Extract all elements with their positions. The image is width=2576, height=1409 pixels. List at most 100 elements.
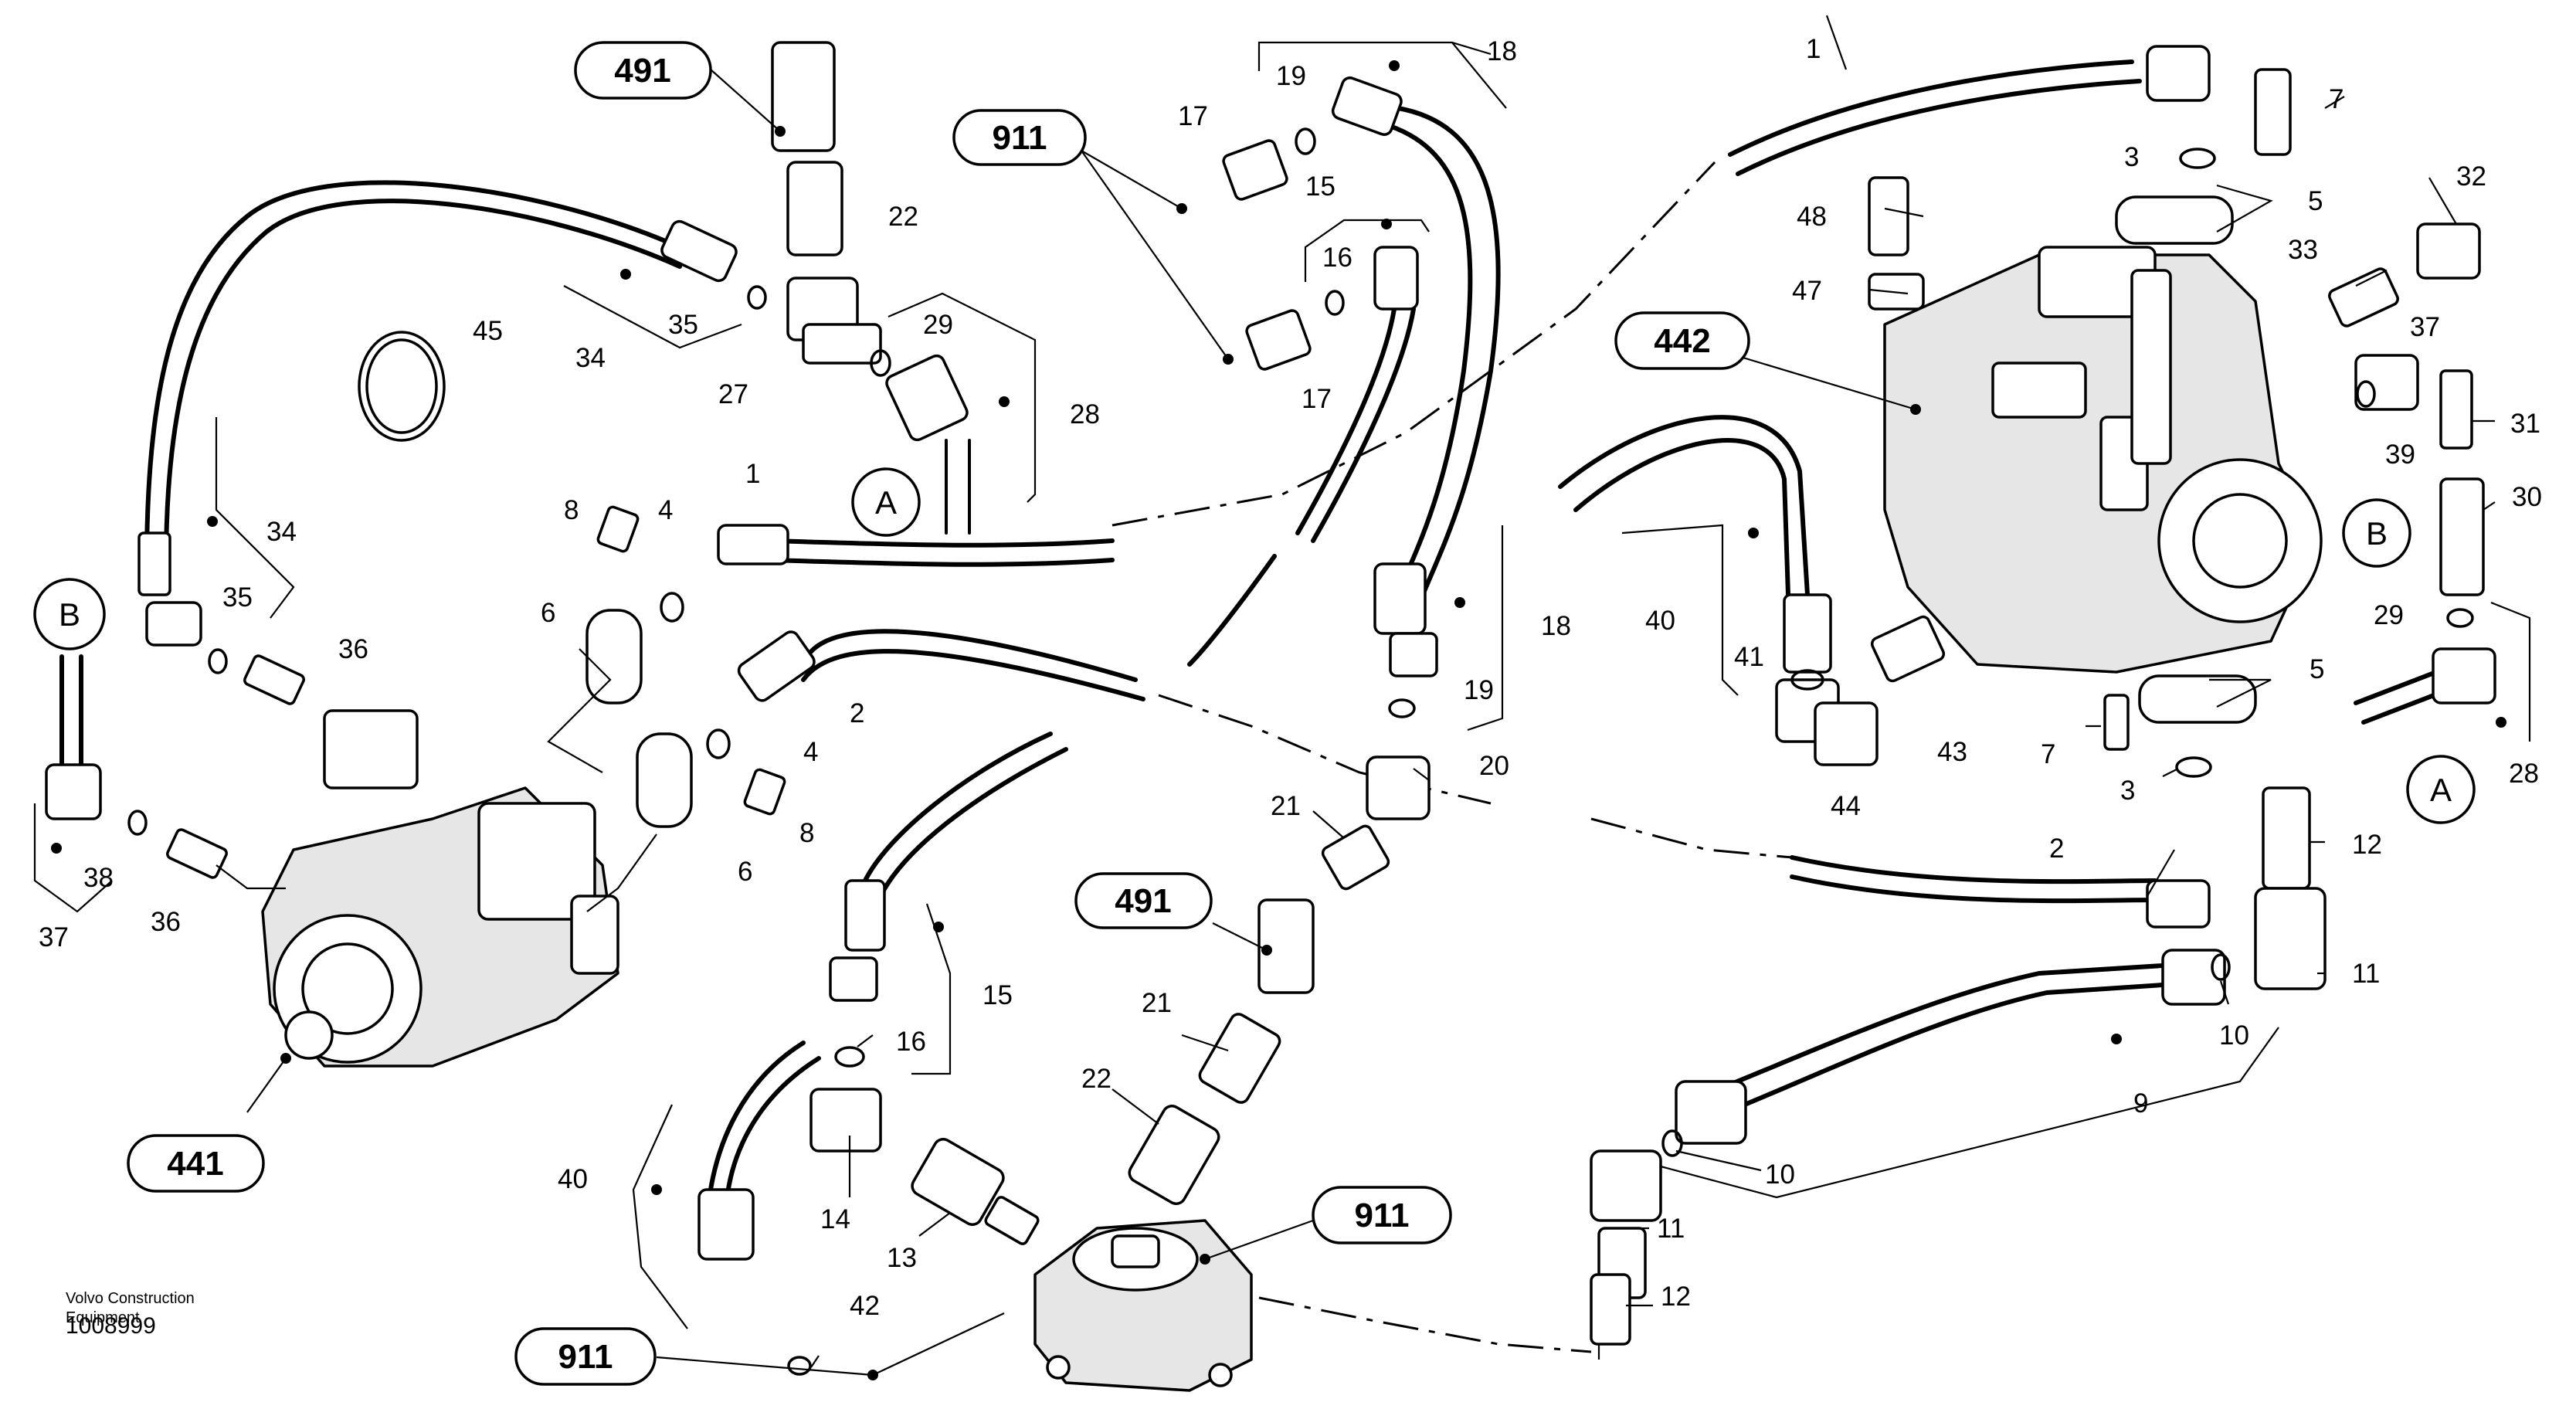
callout-22: 22 bbox=[888, 202, 918, 232]
callout-36: 36 bbox=[151, 907, 181, 937]
callout-3: 3 bbox=[2120, 776, 2135, 806]
callout-5: 5 bbox=[2308, 186, 2323, 216]
ref-491-mid-label: 491 bbox=[1115, 882, 1171, 920]
callout-14: 14 bbox=[820, 1204, 850, 1234]
callout-29: 29 bbox=[923, 310, 953, 340]
callout-9: 9 bbox=[2133, 1088, 2148, 1119]
callout-16: 16 bbox=[1322, 243, 1352, 273]
leader-lines bbox=[33, 15, 2531, 1377]
callout-11: 11 bbox=[2352, 959, 2380, 989]
callout-15: 15 bbox=[983, 980, 1013, 1010]
callout-3: 3 bbox=[2124, 142, 2139, 172]
callout-19: 19 bbox=[1464, 675, 1494, 705]
callout-18: 18 bbox=[1487, 36, 1517, 66]
fittings bbox=[45, 41, 2496, 1346]
callout-1: 1 bbox=[745, 459, 760, 489]
ref-491-mid: 491 bbox=[1074, 872, 1213, 929]
callout-34: 34 bbox=[575, 343, 606, 373]
callout-21: 21 bbox=[1271, 791, 1301, 821]
callout-12: 12 bbox=[1661, 1282, 1691, 1312]
callout-28: 28 bbox=[1070, 399, 1100, 429]
callout-28: 28 bbox=[2509, 759, 2539, 789]
connector-b-left: B bbox=[33, 578, 106, 650]
o-rings bbox=[127, 127, 2474, 1376]
callout-37: 37 bbox=[39, 922, 69, 952]
callout-29: 29 bbox=[2374, 600, 2404, 630]
connector-a-left: A bbox=[851, 467, 921, 537]
figure-number: 1008999 bbox=[66, 1313, 156, 1339]
callout-11: 11 bbox=[1657, 1214, 1685, 1244]
callout-35: 35 bbox=[222, 582, 253, 613]
motor-assembly-441 bbox=[261, 709, 619, 1068]
callout-numbers: 18 19 17 15 16 17 29 28 22 35 34 27 45 1… bbox=[39, 34, 2542, 1321]
ref-441: 441 bbox=[127, 1134, 265, 1193]
callout-10: 10 bbox=[1765, 1159, 1795, 1190]
pump-assembly-442 bbox=[1883, 246, 2323, 674]
callout-4: 4 bbox=[803, 737, 818, 767]
callout-16: 16 bbox=[896, 1027, 926, 1057]
callout-1: 1 bbox=[1806, 34, 1821, 64]
callout-15: 15 bbox=[1305, 171, 1336, 202]
leader-dots bbox=[51, 60, 2506, 1380]
callout-48: 48 bbox=[1797, 202, 1827, 232]
ref-911-top: 911 bbox=[952, 109, 1087, 166]
callout-31: 31 bbox=[2510, 409, 2540, 439]
callout-6: 6 bbox=[738, 857, 752, 887]
ref-442: 442 bbox=[1614, 311, 1750, 370]
ref-491-top-label: 491 bbox=[614, 52, 670, 90]
connector-a-left-label: A bbox=[875, 484, 897, 521]
callout-2: 2 bbox=[850, 698, 864, 728]
callout-45: 45 bbox=[473, 316, 503, 346]
callout-7: 7 bbox=[2329, 84, 2344, 114]
filter-block-911 bbox=[1033, 1219, 1253, 1392]
callout-10: 10 bbox=[2219, 1020, 2249, 1051]
callout-17: 17 bbox=[1302, 384, 1332, 414]
callout-20: 20 bbox=[1479, 751, 1509, 781]
callout-12: 12 bbox=[2352, 830, 2382, 860]
callout-21: 21 bbox=[1142, 988, 1172, 1018]
callout-40: 40 bbox=[558, 1164, 588, 1194]
callout-35: 35 bbox=[668, 310, 698, 340]
callout-5: 5 bbox=[2310, 654, 2324, 684]
callout-19: 19 bbox=[1276, 61, 1306, 91]
connector-a-right: A bbox=[2406, 755, 2476, 824]
connector-a-right-label: A bbox=[2430, 772, 2452, 808]
callout-43: 43 bbox=[1937, 737, 1967, 767]
callout-33: 33 bbox=[2288, 235, 2318, 265]
ref-911-bottom: 911 bbox=[514, 1327, 657, 1386]
ref-911-mid-label: 911 bbox=[1355, 1197, 1410, 1234]
callout-34: 34 bbox=[266, 517, 297, 547]
callout-47: 47 bbox=[1792, 276, 1822, 306]
callout-27: 27 bbox=[718, 379, 748, 409]
callout-18: 18 bbox=[1541, 611, 1571, 641]
callout-42: 42 bbox=[850, 1291, 880, 1321]
callout-8: 8 bbox=[564, 495, 579, 525]
callout-7: 7 bbox=[2041, 739, 2055, 769]
callout-8: 8 bbox=[799, 818, 814, 848]
callout-40: 40 bbox=[1645, 606, 1675, 636]
ref-911-mid: 911 bbox=[1312, 1186, 1452, 1244]
callout-36: 36 bbox=[338, 634, 368, 664]
callout-39: 39 bbox=[2385, 440, 2415, 470]
ref-911-top-label: 911 bbox=[993, 119, 1047, 157]
callout-37: 37 bbox=[2410, 312, 2440, 342]
company-name-line1: Volvo Construction bbox=[66, 1290, 195, 1307]
callout-30: 30 bbox=[2512, 482, 2542, 512]
hoses bbox=[59, 59, 2466, 1196]
callout-13: 13 bbox=[887, 1243, 917, 1273]
callout-17: 17 bbox=[1178, 101, 1208, 131]
ref-491-top: 491 bbox=[574, 41, 712, 100]
ref-441-label: 441 bbox=[167, 1145, 223, 1183]
connector-b-left-label: B bbox=[59, 596, 80, 633]
callout-32: 32 bbox=[2456, 161, 2486, 192]
callout-6: 6 bbox=[541, 598, 555, 628]
callout-41: 41 bbox=[1734, 642, 1764, 672]
callout-2: 2 bbox=[2049, 834, 2064, 864]
ref-442-label: 442 bbox=[1654, 322, 1710, 360]
callout-44: 44 bbox=[1831, 791, 1861, 821]
connector-b-right-label: B bbox=[2366, 515, 2388, 552]
callout-4: 4 bbox=[658, 495, 673, 525]
callout-22: 22 bbox=[1081, 1064, 1112, 1094]
callout-38: 38 bbox=[83, 863, 114, 893]
